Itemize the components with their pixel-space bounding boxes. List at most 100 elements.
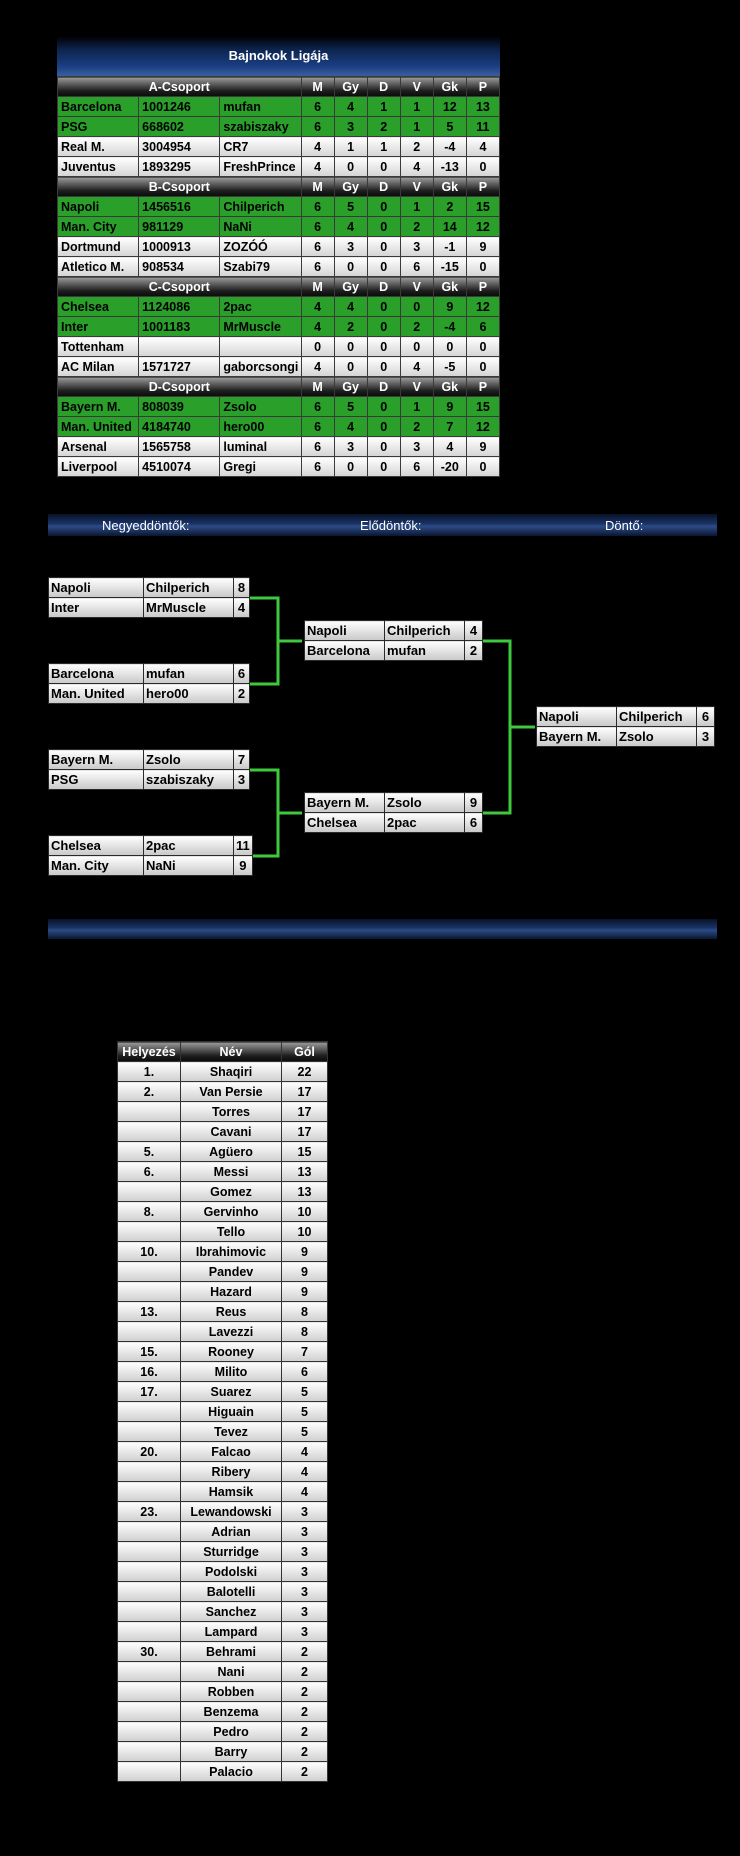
scorer-name: Shaqiri <box>180 1061 282 1082</box>
stat-d: 1 <box>366 136 401 157</box>
team-name: Atletico M. <box>56 256 140 277</box>
group-name: D-Csoport <box>57 376 302 397</box>
scorer-rank <box>117 1521 181 1542</box>
manager-name: Szabi79 <box>219 256 302 277</box>
scorer-name: Agüero <box>180 1141 282 1162</box>
column-header: Gy <box>333 176 368 197</box>
scorer-name: Behrami <box>180 1641 282 1662</box>
scorer-goals: 3 <box>281 1541 328 1562</box>
scorer-goals: 22 <box>281 1061 328 1082</box>
scorer-goals: 3 <box>281 1521 328 1542</box>
stat-gy: 0 <box>333 156 368 177</box>
scorer-rank <box>117 1701 181 1722</box>
scorer-name: Hazard <box>180 1281 282 1302</box>
manager-name: hero00 <box>219 416 302 437</box>
scorer-goals: 9 <box>281 1241 328 1262</box>
stat-p: 0 <box>465 336 501 357</box>
team-name: Bayern M. <box>48 749 144 770</box>
scorer-name: Suarez <box>180 1381 282 1402</box>
scorer-rank: 6. <box>117 1161 181 1182</box>
column-header: Gk <box>432 276 467 297</box>
scorer-goals: 3 <box>281 1601 328 1622</box>
team-id: 1893295 <box>138 156 221 177</box>
scorer-rank <box>117 1281 181 1302</box>
bracket-line-qf2 <box>250 768 280 858</box>
team-name: Napoli <box>56 196 140 217</box>
stat-p: 0 <box>465 456 501 477</box>
column-header: Gy <box>333 76 368 97</box>
scorer-rank: 1. <box>117 1061 181 1082</box>
scorer-goals: 7 <box>281 1341 328 1362</box>
scorer-goals: 10 <box>281 1201 328 1222</box>
scorer-goals: 17 <box>281 1121 328 1142</box>
team-id: 908534 <box>138 256 221 277</box>
stat-d: 1 <box>366 96 401 117</box>
page-title: Bajnokok Ligája <box>57 36 500 76</box>
team-score: 3 <box>696 726 715 747</box>
stat-v: 2 <box>399 316 434 337</box>
scorer-rank <box>117 1761 181 1782</box>
manager-name: FreshPrince <box>219 156 302 177</box>
scorer-rank: 30. <box>117 1641 181 1662</box>
scorer-name: Tello <box>180 1221 282 1242</box>
team-id: 1456516 <box>138 196 221 217</box>
manager-name: gaborcsongi <box>219 356 302 377</box>
team-id: 4184740 <box>138 416 221 437</box>
stat-gy: 3 <box>333 116 368 137</box>
stat-gy: 4 <box>333 216 368 237</box>
manager-name: Zsolo <box>219 396 302 417</box>
team-name: Man. United <box>56 416 140 437</box>
scorer-name: Reus <box>180 1301 282 1322</box>
stat-gk: 5 <box>432 116 467 137</box>
team-id: 1000913 <box>138 236 221 257</box>
stat-p: 13 <box>465 96 501 117</box>
team-score: 8 <box>233 577 250 598</box>
column-header: V <box>399 76 434 97</box>
scorer-rank <box>117 1681 181 1702</box>
scorer-rank <box>117 1101 181 1122</box>
manager-name: Chilperich <box>143 577 234 598</box>
team-score: 2 <box>233 683 250 704</box>
scorer-name: Adrian <box>180 1521 282 1542</box>
scorer-goals: 5 <box>281 1401 328 1422</box>
stat-m: 6 <box>300 456 335 477</box>
column-header: D <box>366 376 401 397</box>
semifinals-label: Elődöntők: <box>360 518 422 533</box>
scorer-goals: 5 <box>281 1421 328 1442</box>
team-score: 2 <box>464 640 483 661</box>
scorer-goals: 2 <box>281 1641 328 1662</box>
scorer-rank <box>117 1401 181 1422</box>
column-header: V <box>399 376 434 397</box>
scorer-name: Rooney <box>180 1341 282 1362</box>
stat-p: 9 <box>465 436 501 457</box>
final-label: Döntő: <box>605 518 644 533</box>
manager-name: Gregi <box>219 456 302 477</box>
team-name: Man. United <box>48 683 144 704</box>
group-name: A-Csoport <box>57 76 302 97</box>
stat-d: 0 <box>366 456 401 477</box>
team-name: Napoli <box>536 706 617 727</box>
scorer-goals: 4 <box>281 1461 328 1482</box>
column-header: Gk <box>432 76 467 97</box>
